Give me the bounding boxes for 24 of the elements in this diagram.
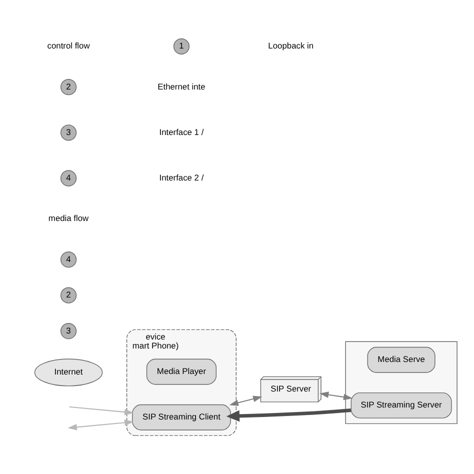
label: 2 (66, 80, 71, 91)
label: 1 (179, 40, 184, 50)
cluster (345, 340, 458, 424)
legend-label: Interface 2 / (159, 172, 204, 182)
node-box: SIP Streaming Client (132, 404, 231, 430)
label: 3 (66, 324, 71, 335)
legend-label: media flow (48, 212, 89, 223)
label: 2 (66, 289, 71, 300)
node-box: SIP Streaming Server (350, 392, 452, 418)
node-box: Media Player (146, 358, 217, 384)
label: 3 (66, 126, 71, 136)
legend-label: Ethernet inte (158, 80, 206, 91)
arrow (320, 391, 353, 400)
arrow (68, 418, 134, 430)
arrow (229, 395, 262, 406)
legend-label: control flow (47, 40, 90, 50)
label: 4 (66, 253, 71, 264)
arrow (69, 406, 134, 415)
label: 4 (66, 172, 71, 182)
node-box: Media Serve (367, 346, 436, 372)
legend-label: Loopback in (268, 40, 314, 50)
node-ellipse: Internet (34, 358, 103, 386)
legend-label: Interface 1 / (159, 126, 204, 136)
arrow (226, 408, 352, 422)
